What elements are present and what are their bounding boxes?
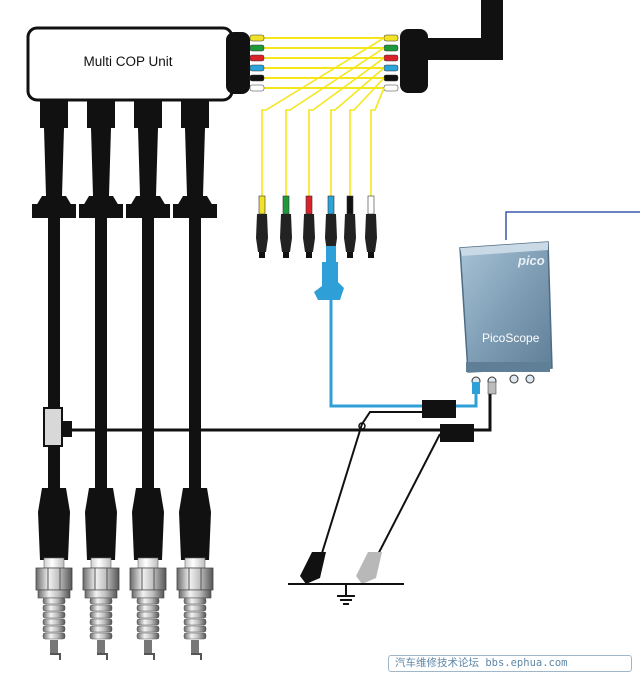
wire-pin-right <box>383 54 399 62</box>
fanout-wires <box>261 37 385 196</box>
wire-pin-right <box>383 84 399 92</box>
spark-plugs <box>35 557 214 660</box>
breakout-plug <box>344 195 356 258</box>
fanout-wire <box>308 57 385 196</box>
filter-box-b <box>440 424 474 442</box>
cop-connector-left <box>226 32 250 94</box>
cop-connector-right <box>400 29 428 93</box>
fanout-wire <box>285 47 385 196</box>
blue-back-probe <box>314 262 344 300</box>
wire-pin-left <box>249 54 265 62</box>
wire-pin-right <box>383 34 399 42</box>
ground-lead-grey <box>371 433 441 567</box>
blue-probe-lead <box>329 296 478 408</box>
fanout-wire <box>330 67 385 196</box>
coil-lead <box>79 100 123 560</box>
coil-lead <box>173 100 217 560</box>
scope-name: PicoScope <box>482 331 540 345</box>
fanout-wire <box>261 37 385 196</box>
ground-clip-grey <box>356 552 382 584</box>
breakout-plug <box>280 195 292 258</box>
wire-pin-left <box>249 74 265 82</box>
fanout-wire <box>349 77 385 196</box>
wire-pin-left <box>249 64 265 72</box>
main-harness-cable <box>412 0 503 60</box>
breakout-plug <box>365 195 377 258</box>
forum-watermark: 汽车维修技术论坛 bbs.ephua.com <box>388 655 632 672</box>
ground-symbol-icon <box>337 584 355 605</box>
wire-pin-left <box>249 34 265 42</box>
wire-pin-left <box>249 84 265 92</box>
filter-box-a <box>422 400 456 418</box>
wire-pin-right <box>383 44 399 52</box>
cop-unit-label: Multi COP Unit <box>83 54 172 69</box>
scope-brand: pico <box>517 253 545 268</box>
spark-plug <box>82 557 120 660</box>
breakout-plug <box>303 195 315 258</box>
ground-clip-black <box>300 552 326 584</box>
ground-lead-black <box>317 411 422 567</box>
usb-cable <box>505 211 640 240</box>
breakout-plugs <box>256 195 377 258</box>
wire-pin-right <box>383 74 399 82</box>
spark-plug <box>176 557 214 660</box>
fanout-wire <box>370 87 385 196</box>
multi-cop-unit: Multi COP Unit <box>26 26 234 102</box>
spark-plug <box>35 557 73 660</box>
clamp-signal-lead <box>70 392 492 432</box>
connector-wires <box>249 34 399 92</box>
spark-plug <box>129 557 167 660</box>
wire-pin-left <box>249 44 265 52</box>
inductive-pickup <box>43 407 72 447</box>
coil-lead <box>126 100 170 560</box>
coil-lead <box>32 100 76 560</box>
breakout-plug <box>256 195 268 258</box>
wire-pin-right <box>383 64 399 72</box>
coil-packs <box>32 100 217 560</box>
picoscope-device: pico PicoScope <box>459 211 640 395</box>
